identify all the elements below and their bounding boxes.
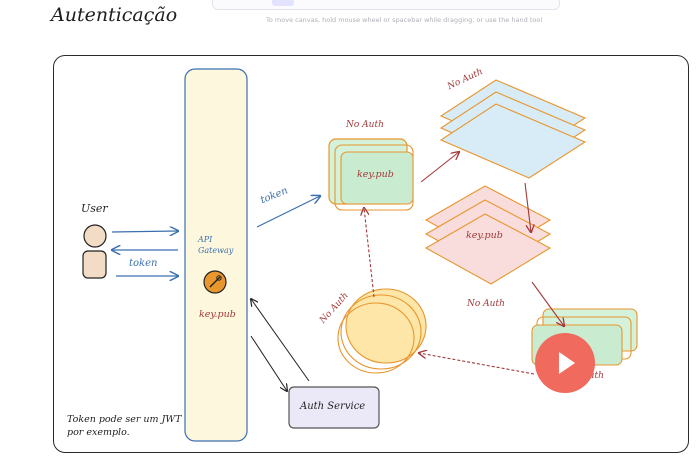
canvas-hint: To move canvas, hold mouse wheel or spac…	[266, 16, 543, 24]
service-blue	[439, 79, 587, 179]
arrow-green-to-blue	[420, 152, 459, 183]
auth-service-label: Auth Service	[300, 401, 366, 412]
page-title: Autenticação	[51, 4, 178, 26]
user-icon-head	[83, 224, 107, 248]
play-icon	[559, 352, 575, 374]
diagram-svg	[82, 68, 638, 442]
no-auth-red: No Auth	[467, 299, 505, 309]
toolbar[interactable]	[212, 0, 560, 10]
arrow-red-to-green-bottom	[531, 281, 564, 326]
user-label: User	[81, 202, 108, 215]
arrow-token-to-service	[256, 196, 320, 228]
service-red	[424, 185, 552, 285]
arrow-gateway-to-auth	[250, 335, 287, 391]
arrow-user-to-gateway	[111, 231, 178, 232]
play-button[interactable]	[535, 333, 595, 393]
arrow-auth-to-gateway	[251, 299, 310, 382]
auth-service-box	[288, 386, 380, 429]
service-yellow	[337, 288, 427, 374]
no-auth-green: No Auth	[346, 120, 384, 130]
arrow-green-bottom-to-yellow	[419, 353, 535, 375]
api-gateway-box	[184, 68, 248, 442]
api-gateway-label: API Gateway	[198, 235, 234, 255]
arrow-blue-to-red	[524, 182, 531, 232]
service-red-key: key.pub	[466, 230, 503, 241]
gateway-key-label: key.pub	[199, 309, 236, 320]
arrow-yellow-to-green	[364, 208, 375, 298]
note-text: Token pode ser um JWT por exemplo.	[67, 414, 182, 438]
user-icon-body	[82, 250, 107, 279]
toolbar-selected-tool[interactable]	[272, 0, 294, 6]
token-label-left: token	[129, 258, 158, 269]
diagram-canvas[interactable]: User API Gateway key.pub token token Aut…	[53, 55, 689, 453]
service-green-key: key.pub	[357, 169, 394, 180]
